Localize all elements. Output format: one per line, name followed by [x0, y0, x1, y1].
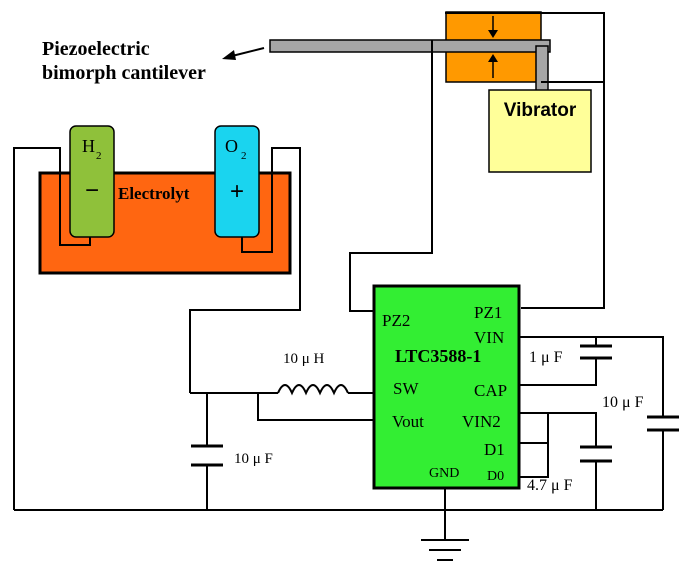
- pin-pz1: PZ1: [474, 303, 502, 322]
- ground-icon: [421, 539, 469, 561]
- vibrator-label: Vibrator: [504, 100, 577, 121]
- cap-10uf-right-value: 10 μ F: [602, 394, 644, 411]
- inductor-icon: [277, 384, 349, 396]
- ltc3588-chip: [372, 284, 521, 490]
- vibrator-arm: [535, 45, 549, 93]
- o2-subscript: 2: [241, 150, 247, 162]
- cap-1uf-value: 1 μ F: [529, 349, 563, 366]
- cantilever-label-line1: Piezoelectric: [42, 38, 150, 60]
- electrolyte-label: Electrolyt: [118, 184, 190, 203]
- h2-subscript: 2: [96, 150, 102, 162]
- clamp-arrow-down-icon: [488, 16, 498, 38]
- cantilever-beam: [269, 39, 551, 53]
- clamp-arrow-up-icon: [488, 54, 498, 78]
- wires: [13, 12, 664, 540]
- h2-label: H: [82, 136, 95, 156]
- capacitor-10uf-right-icon: [647, 415, 679, 432]
- capacitor-4-7uf-icon: [580, 445, 612, 463]
- pin-pz2: PZ2: [382, 311, 410, 330]
- cantilever-label-line2: bimorph cantilever: [42, 62, 206, 84]
- plus-sign: +: [230, 178, 244, 205]
- capacitor-10uf-left-icon: [191, 444, 223, 467]
- pin-vin2: VIN2: [462, 412, 501, 431]
- pin-sw: SW: [393, 379, 419, 398]
- pointer-arrow-icon: [222, 47, 265, 60]
- pin-vin: VIN: [474, 328, 504, 347]
- pin-vout: Vout: [392, 412, 424, 431]
- minus-sign: −: [85, 177, 99, 204]
- vibrator-box: [488, 89, 592, 173]
- pin-gnd: GND: [429, 466, 459, 481]
- chip-name: LTC3588-1: [395, 346, 481, 366]
- o2-electrode: [214, 125, 260, 238]
- pin-d1: D1: [484, 440, 505, 459]
- pin-d0: D0: [487, 469, 504, 484]
- pin-cap: CAP: [474, 381, 507, 400]
- cap-4-7uf-value: 4.7 μ F: [527, 477, 573, 494]
- inductor-value: 10 μ H: [283, 351, 325, 367]
- o2-label: O: [225, 136, 238, 156]
- cantilever-assembly: Vibrator: [269, 11, 592, 173]
- h2-electrode: [69, 125, 115, 238]
- cap-10uf-left-value: 10 μ F: [234, 451, 273, 467]
- capacitor-1uf-icon: [580, 344, 612, 360]
